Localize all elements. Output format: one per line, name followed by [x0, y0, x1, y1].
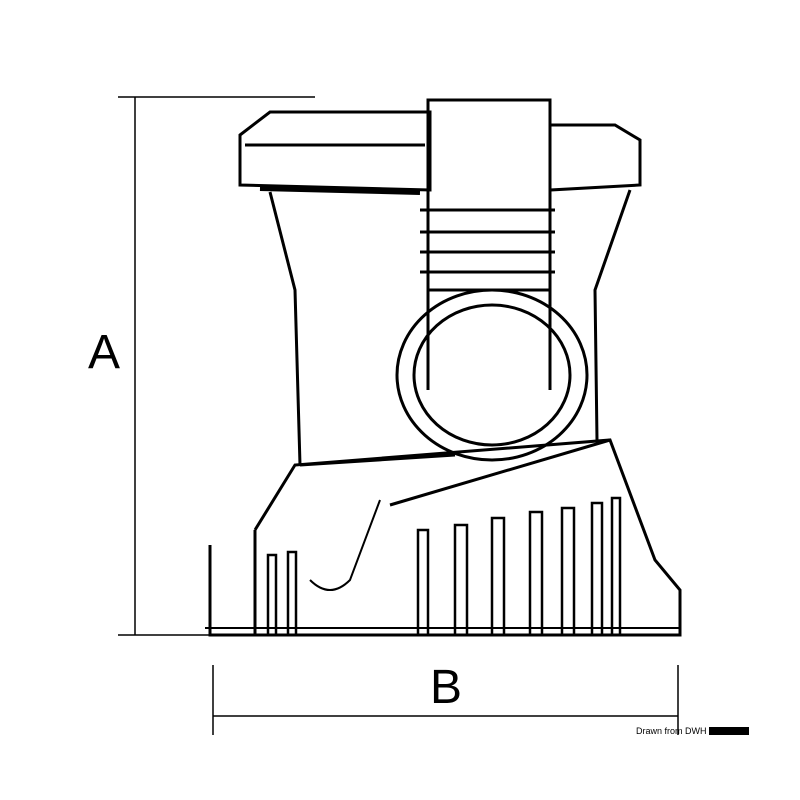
- dimension-a-label: A: [88, 326, 121, 379]
- pump-base: [205, 438, 682, 637]
- dimension-a: [118, 96, 315, 636]
- credit-text: Drawn from DWH: [636, 726, 707, 736]
- pump-cap: [238, 110, 642, 195]
- dimension-b-label: B: [430, 661, 463, 714]
- credit-bar: [708, 727, 749, 735]
- dimension-b: [212, 665, 679, 735]
- credit: Drawn from DWH: [636, 726, 749, 736]
- outlet-pipe: [395, 98, 589, 462]
